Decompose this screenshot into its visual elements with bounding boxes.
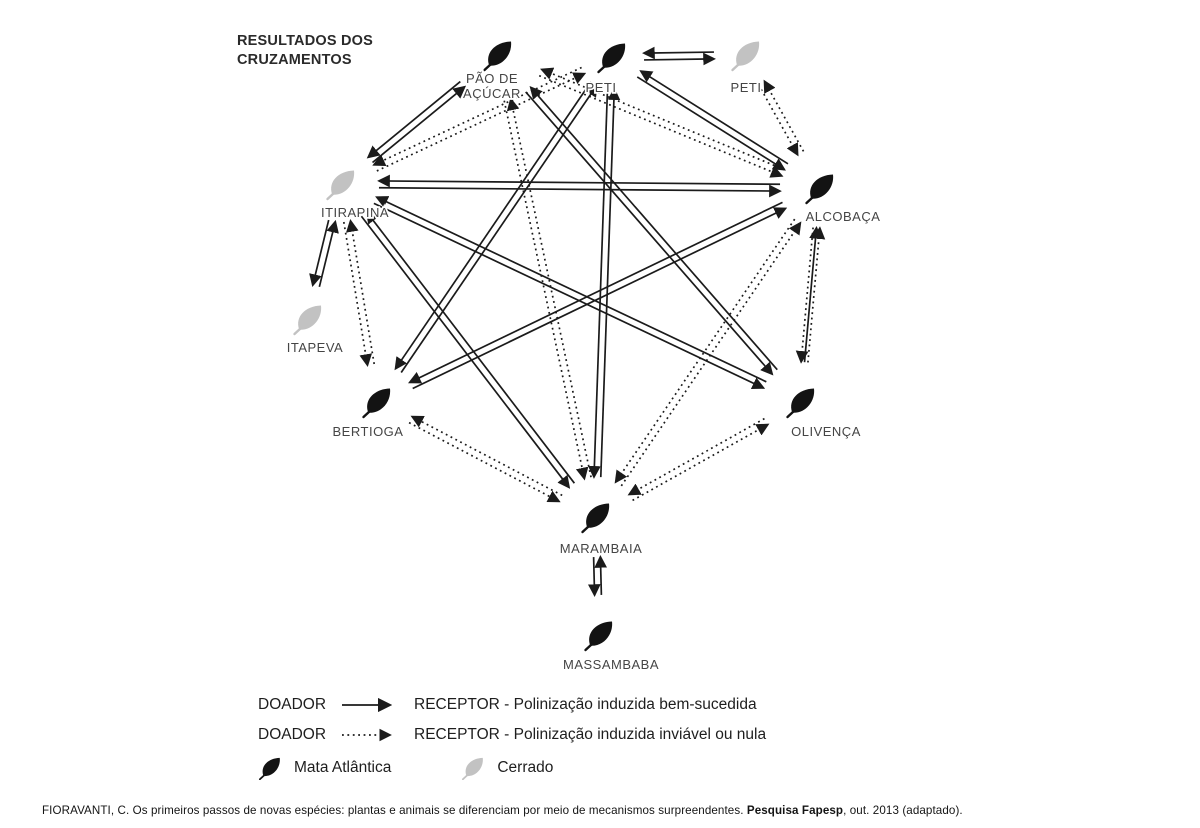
edge-itirapina-marambaia-solid: [365, 210, 576, 484]
dotted-arrow-icon: [342, 728, 392, 742]
edge-itirapina-marambaia-solid: [360, 215, 571, 489]
legend-row-fail: DOADOR RECEPTOR - Polinização induzida i…: [258, 726, 766, 744]
node-label-olivenca: OLIVENÇA: [791, 424, 861, 439]
citation: FIORAVANTI, C. Os primeiros passos de no…: [42, 804, 1196, 817]
node-alcobaca: ALCOBAÇA: [804, 174, 882, 226]
legend: DOADOR RECEPTOR - Polinização induzida b…: [258, 696, 766, 780]
cerrado-leaf-icon: [462, 757, 484, 780]
edge-peti_mata-marambaia-solid: [599, 87, 621, 478]
edge-marambaia-alcobaca-dotted: [614, 218, 796, 484]
node-itapeva: ITAPEVA: [285, 305, 344, 357]
leaf-icon: [731, 41, 760, 72]
edge-bertioga-marambaia-dotted: [408, 421, 561, 503]
edge-marambaia-massambaba-solid: [594, 554, 608, 595]
edge-peti_mata-bertioga-solid: [400, 83, 598, 373]
leaf-icon: [293, 305, 322, 336]
leaf-icon: [326, 170, 355, 201]
edge-itirapina-alcobaca-solid: [378, 184, 782, 198]
node-label-itapeva: ITAPEVA: [287, 340, 343, 355]
leaf-icon: [258, 757, 280, 780]
edge-itirapina-itapeva-solid: [318, 219, 339, 287]
node-marambaia: MARAMBAIA: [558, 503, 644, 558]
edge-itirapina-olivenca-solid: [375, 196, 767, 383]
edge-peti_cerrado-alcobaca-dotted: [763, 79, 805, 152]
mata-atlantica-leaf-icon: [258, 757, 280, 780]
node-label-peti_mata: PETI: [586, 80, 617, 95]
solid-arrow-icon: [342, 698, 393, 712]
node-bertioga: BERTIOGA: [331, 388, 405, 441]
receptor-success-label: RECEPTOR - Polinização induzida bem-suce…: [414, 696, 757, 713]
edge-itirapina-itapeva-solid: [309, 219, 330, 288]
mata-atlantica-label: Mata Atlântica: [294, 759, 392, 776]
leaf-icon: [584, 621, 613, 652]
leaf-icon: [462, 757, 484, 780]
node-itirapina: ITIRAPINA: [319, 170, 390, 222]
leaf-icon: [362, 388, 391, 419]
cerrado-label: Cerrado: [497, 759, 554, 776]
edge-peti_mata-bertioga-solid: [394, 81, 592, 371]
leaf-icon: [805, 174, 834, 205]
node-label-marambaia: MARAMBAIA: [560, 541, 643, 556]
edge-itirapina-bertioga-dotted: [346, 219, 376, 365]
citation-source: Pesquisa Fapesp: [746, 804, 844, 817]
edge-paodeacucar-olivenca-solid: [529, 85, 778, 371]
edge-peti_mata-itirapina-dotted: [372, 66, 582, 166]
citation-suffix: , out. 2013 (adaptado).: [843, 804, 963, 817]
edge-marambaia-alcobaca-dotted: [620, 221, 802, 487]
edge-alcobaca-bertioga-solid: [408, 201, 783, 384]
edge-alcobaca-olivenca-dotted: [807, 226, 826, 363]
edge-peti_mata-itirapina-dotted: [376, 72, 587, 172]
edge-peti_cerrado-alcobaca-dotted: [757, 84, 799, 157]
edge-bertioga-marambaia-dotted: [410, 415, 563, 497]
edges: [309, 46, 826, 598]
legend-row-biomes: Mata Atlântica Cerrado: [258, 756, 766, 780]
figure-title: RESULTADOS DOS CRUZAMENTOS: [237, 33, 373, 68]
node-label-bertioga: BERTIOGA: [333, 424, 404, 439]
node-massambaba: MASSAMBABA: [561, 621, 660, 674]
edge-alcobaca-bertioga-solid: [412, 207, 788, 390]
edge-paodeacucar-alcobaca-dotted: [538, 74, 784, 178]
edge-itirapina-alcobaca-solid: [377, 174, 781, 188]
node-label-massambaba: MASSAMBABA: [563, 657, 659, 672]
node-label-itirapina: ITIRAPINA: [321, 205, 389, 220]
edge-paodeacucar-olivenca-solid: [525, 91, 774, 376]
edge-alcobaca-olivenca-dotted: [795, 227, 814, 364]
edge-itirapina-olivenca-solid: [373, 202, 766, 390]
leaf-icon: [483, 41, 512, 72]
donor-label: DOADOR: [258, 696, 327, 713]
edge-peti_mata-peti_cerrado-solid: [644, 52, 716, 66]
node-olivenca: OLIVENÇA: [786, 388, 862, 441]
edge-olivenca-alcobaca-solid: [803, 225, 822, 363]
edge-peti_mata-alcobaca-solid: [639, 70, 789, 165]
leaf-icon: [597, 43, 626, 74]
edge-peti_mata-marambaia-solid: [587, 88, 609, 479]
edge-marambaia-massambaba-solid: [587, 557, 601, 598]
node-peti_cerrado: PETI: [729, 41, 763, 97]
node-label-peti_cerrado: PETI: [731, 80, 762, 95]
edge-olivenca-marambaia-dotted: [632, 423, 770, 502]
legend-row-success: DOADOR RECEPTOR - Polinização induzida b…: [258, 696, 766, 714]
edge-olivenca-marambaia-dotted: [627, 417, 765, 496]
citation-text: FIORAVANTI, C. Os primeiros passos de no…: [42, 804, 747, 817]
leaf-icon: [581, 503, 610, 534]
edge-peti_mata-peti_cerrado-solid: [642, 46, 714, 60]
node-label-alcobaca: ALCOBAÇA: [806, 209, 881, 224]
edge-peti_mata-alcobaca-solid: [636, 76, 786, 171]
edge-itirapina-bertioga-dotted: [342, 221, 372, 367]
receptor-fail-label: RECEPTOR - Polinização induzida inviável…: [414, 726, 767, 743]
edge-paodeacucar-marambaia-dotted: [506, 97, 592, 478]
donor-label: DOADOR: [258, 726, 327, 743]
edge-paodeacucar-alcobaca-dotted: [540, 67, 785, 171]
leaf-icon: [786, 388, 815, 419]
node-peti_mata: PETI: [584, 43, 626, 97]
edge-itirapina-paodeacucar-solid: [371, 85, 467, 164]
edge-itirapina-paodeacucar-solid: [366, 80, 461, 159]
